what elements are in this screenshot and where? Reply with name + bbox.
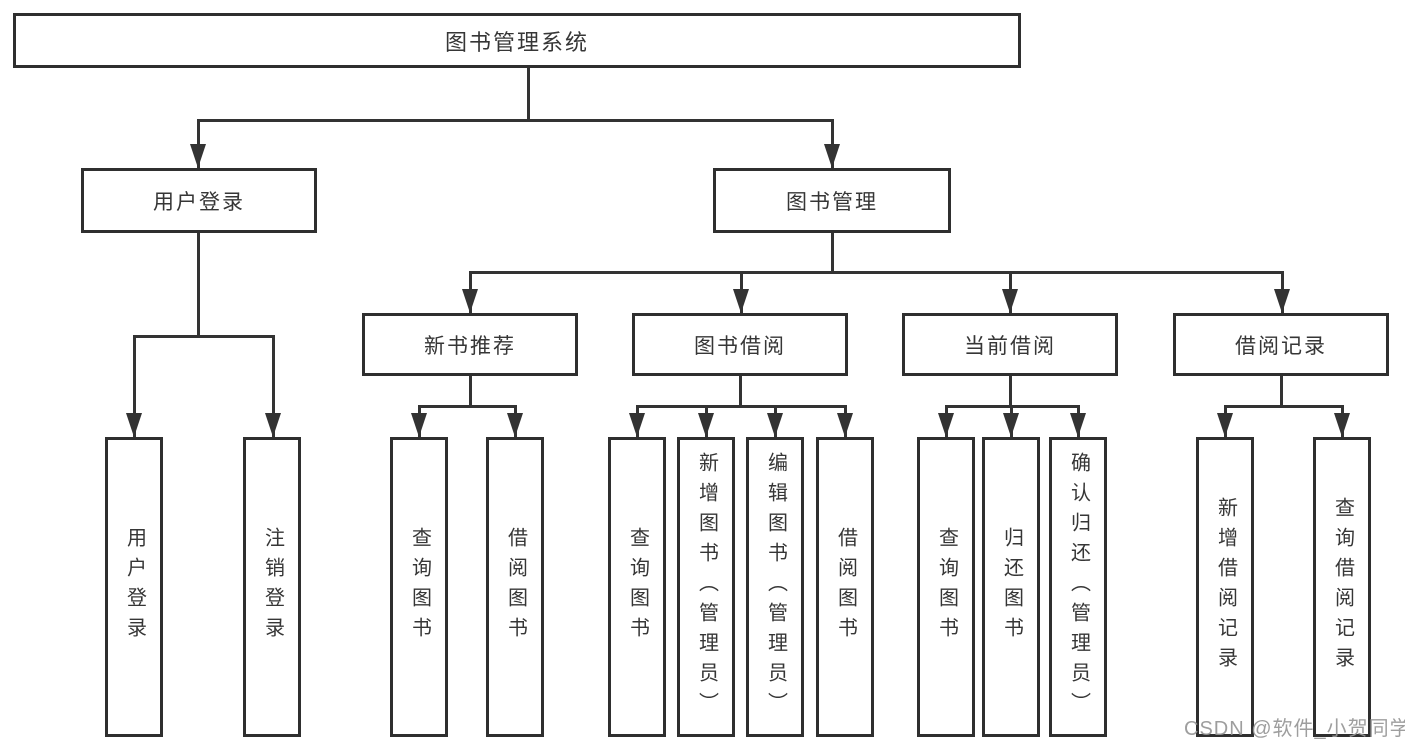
connector-borrow-stem <box>739 374 742 407</box>
csdn-watermark: CSDN @软件_小贺同学 <box>1184 718 1405 740</box>
leaf-add-books-admin: 新增图书（管理员） <box>677 437 735 737</box>
node-label: 借阅图书 <box>504 527 527 647</box>
connector-user-login-stem <box>197 230 200 337</box>
connector-book-management-stem <box>831 230 834 273</box>
node-label: 查询图书 <box>935 527 958 647</box>
leaf-borrow-books-recommend: 借阅图书 <box>486 437 544 737</box>
node-label: 查询图书 <box>408 527 431 647</box>
connector-drop-user-login <box>197 119 200 168</box>
node-label: 查询图书 <box>626 527 649 647</box>
node-current-borrowing: 当前借阅 <box>902 313 1118 376</box>
arrow-down-icon <box>837 413 853 437</box>
arrow-down-icon <box>629 413 645 437</box>
node-label: 归还图书 <box>1000 527 1023 647</box>
connector-drop-book-management <box>831 119 834 168</box>
arrow-down-icon <box>1274 289 1290 313</box>
arrow-down-icon <box>767 413 783 437</box>
node-label: 确认归还（管理员） <box>1067 452 1090 722</box>
node-label: 新增借阅记录 <box>1214 497 1237 677</box>
connector-current-stem <box>1009 374 1012 407</box>
leaf-query-borrow-record: 查询借阅记录 <box>1313 437 1371 737</box>
node-label: 用户登录 <box>123 527 146 647</box>
arrow-down-icon <box>462 289 478 313</box>
arrow-down-icon <box>126 413 142 437</box>
arrow-down-icon <box>1217 413 1233 437</box>
arrow-down-icon <box>190 144 206 168</box>
node-label: 图书借阅 <box>694 334 786 358</box>
node-label: 图书管理系统 <box>444 29 589 55</box>
connector-recommend-stem <box>469 374 472 407</box>
leaf-query-books-borrow: 查询图书 <box>608 437 666 737</box>
connector-level3-split <box>469 271 1284 274</box>
node-label: 借阅记录 <box>1235 334 1327 358</box>
leaf-borrow-books: 借阅图书 <box>816 437 874 737</box>
node-book-borrowing: 图书借阅 <box>632 313 848 376</box>
node-label: 新书推荐 <box>424 334 516 358</box>
connector-records-split <box>1224 405 1344 408</box>
arrow-down-icon <box>507 413 523 437</box>
connector-recommend-split <box>418 405 517 408</box>
arrow-down-icon <box>1002 289 1018 313</box>
leaf-logout: 注销登录 <box>243 437 301 737</box>
leaf-confirm-return-admin: 确认归还（管理员） <box>1049 437 1107 737</box>
leaf-edit-books-admin: 编辑图书（管理员） <box>746 437 804 737</box>
node-label: 用户登录 <box>153 190 245 214</box>
node-label: 当前借阅 <box>964 334 1056 358</box>
node-book-management: 图书管理 <box>713 168 951 233</box>
arrow-down-icon <box>265 413 281 437</box>
node-label: 图书管理 <box>786 190 878 214</box>
leaf-query-books-current: 查询图书 <box>917 437 975 737</box>
node-label: 编辑图书（管理员） <box>764 452 787 722</box>
connector-user-login-split <box>133 335 275 338</box>
leaf-query-books-recommend: 查询图书 <box>390 437 448 737</box>
connector-drop-logout-leaf <box>272 335 275 437</box>
arrow-down-icon <box>411 413 427 437</box>
connector-level1-split <box>197 119 834 122</box>
arrow-down-icon <box>1334 413 1350 437</box>
connector-borrow-split <box>636 405 847 408</box>
node-user-login: 用户登录 <box>81 168 317 233</box>
leaf-user-login: 用户登录 <box>105 437 163 737</box>
connector-root-stem <box>527 68 530 120</box>
arrow-down-icon <box>938 413 954 437</box>
node-borrowing-records: 借阅记录 <box>1173 313 1389 376</box>
connector-records-stem <box>1280 374 1283 407</box>
arrow-down-icon <box>1070 413 1086 437</box>
arrow-down-icon <box>698 413 714 437</box>
leaf-add-borrow-record: 新增借阅记录 <box>1196 437 1254 737</box>
node-new-book-recommend: 新书推荐 <box>362 313 578 376</box>
arrow-down-icon <box>824 144 840 168</box>
arrow-down-icon <box>1003 413 1019 437</box>
arrow-down-icon <box>733 289 749 313</box>
node-label: 查询借阅记录 <box>1331 497 1354 677</box>
node-label: 借阅图书 <box>834 527 857 647</box>
connector-drop-login-leaf <box>133 335 136 437</box>
node-label: 新增图书（管理员） <box>695 452 718 722</box>
node-label: 注销登录 <box>261 527 284 647</box>
node-root-system: 图书管理系统 <box>13 13 1021 68</box>
leaf-return-books: 归还图书 <box>982 437 1040 737</box>
